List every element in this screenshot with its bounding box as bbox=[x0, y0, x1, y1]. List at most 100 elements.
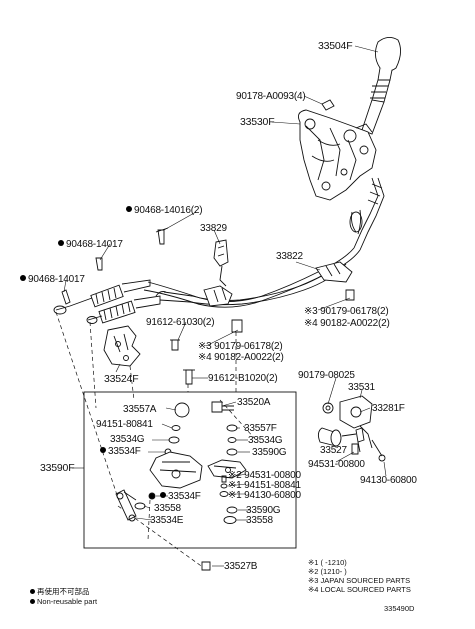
leader-lines bbox=[63, 45, 387, 567]
part-33534G-r bbox=[227, 437, 237, 443]
part-33557A bbox=[174, 402, 190, 418]
shift-lever-assembly bbox=[298, 99, 385, 201]
label-33527: 33527 bbox=[320, 445, 347, 456]
label-33590F: 33590F bbox=[40, 462, 75, 474]
label-text: 90468-14017 bbox=[66, 239, 123, 250]
bracket-33531 bbox=[339, 395, 373, 449]
label-90179-06178-center: ※3 90179-06178(2) bbox=[198, 341, 283, 352]
label-33558-left: 33558 bbox=[154, 503, 181, 514]
bolt-right bbox=[345, 289, 355, 301]
bracket-33829 bbox=[213, 239, 229, 287]
label-90182-A0022-center: ※4 90182-A0022(2) bbox=[198, 352, 284, 363]
part-94151-ast bbox=[220, 483, 228, 489]
label-90468-14017-a: 90468-14017 bbox=[58, 239, 123, 250]
legend-dot bbox=[30, 598, 35, 604]
clip-90468-14017-b bbox=[61, 289, 71, 305]
part-33520A bbox=[211, 401, 234, 413]
label-33530F: 33530F bbox=[240, 116, 275, 128]
legend-dot bbox=[30, 588, 35, 594]
clip-90468-14017-a bbox=[95, 257, 103, 271]
label-33281F: 33281F bbox=[372, 403, 405, 414]
bolt-center bbox=[231, 319, 243, 333]
bushing-33527 bbox=[317, 427, 357, 447]
label-94151-80841: 94151-80841 bbox=[96, 419, 153, 430]
cable-rods bbox=[349, 177, 385, 251]
housing-33590F bbox=[149, 451, 247, 489]
label-94151-80841-ast: ※1 94151-80841 bbox=[228, 480, 301, 491]
label-33590G-b: 33590G bbox=[246, 505, 281, 516]
part-94151-a bbox=[171, 425, 181, 431]
label-91612-B1020: 91612-B1020(2) bbox=[208, 373, 278, 384]
footnote-1: ※1 ( -1210) bbox=[308, 558, 347, 567]
label-33527B: 33527B bbox=[224, 561, 258, 572]
label-90179-06178-right: ※3 90179-06178(2) bbox=[304, 306, 389, 317]
part-33557F bbox=[226, 424, 238, 432]
label-text: 90468-14016(2) bbox=[134, 205, 203, 216]
nonreusable-dot bbox=[160, 492, 166, 499]
label-90178-A0093: 90178-A0093(4) bbox=[236, 91, 306, 102]
label-91612-61030: 91612-61030(2) bbox=[146, 317, 215, 328]
part-94130-ast bbox=[219, 491, 229, 497]
label-33534E: 33534E bbox=[150, 515, 184, 526]
label-90182-A0022-right: ※4 90182-A0022(2) bbox=[304, 318, 390, 329]
label-33504F: 33504F bbox=[318, 40, 353, 52]
footnote-2: ※2 (1210- ) bbox=[308, 567, 347, 576]
label-33557A: 33557A bbox=[123, 404, 157, 415]
clip-90468-14016 bbox=[155, 227, 169, 245]
cable-clamp bbox=[203, 285, 233, 307]
label-33829: 33829 bbox=[200, 223, 227, 234]
label-33534G-left: 33534G bbox=[110, 434, 145, 445]
part-94531-00800 bbox=[351, 443, 359, 455]
label-33520A: 33520A bbox=[237, 397, 271, 408]
label-94130-60800: 94130-60800 bbox=[360, 475, 417, 486]
label-90468-14016: 90468-14016(2) bbox=[126, 205, 203, 216]
label-33534F-bottom: 33534F bbox=[160, 491, 201, 502]
label-33822: 33822 bbox=[276, 251, 303, 262]
label-33531: 33531 bbox=[348, 382, 375, 393]
part-33558-r bbox=[223, 516, 237, 524]
label-33557F: 33557F bbox=[244, 423, 277, 434]
legend-text: Non-reusable part bbox=[37, 597, 98, 606]
footnote-3: ※3 JAPAN SOURCED PARTS bbox=[308, 576, 411, 585]
label-94531-00800: 94531-00800 bbox=[308, 459, 365, 470]
bolt-91612-61030 bbox=[170, 339, 180, 351]
part-33558-l bbox=[134, 502, 146, 510]
label-33534F-top: 33534F bbox=[100, 446, 141, 457]
label-90179-08025: 90179-08025 bbox=[298, 370, 355, 381]
part-94531-ast bbox=[221, 475, 227, 483]
label-33524F: 33524F bbox=[104, 373, 139, 385]
clip-33527B bbox=[201, 561, 211, 571]
cable-end-lower bbox=[86, 291, 167, 324]
nut-90179-08025 bbox=[322, 402, 334, 414]
part-33534F-bot bbox=[148, 492, 156, 500]
link-rod-33534E bbox=[115, 489, 137, 522]
bolt-91612-B1020 bbox=[183, 369, 195, 385]
nonreusable-dot bbox=[100, 447, 106, 454]
legend-nonreusable-jp: 再使用不可部品 bbox=[30, 587, 90, 596]
bolt-90178 bbox=[321, 99, 335, 111]
part-94130-60800 bbox=[371, 439, 386, 462]
label-text: 33534F bbox=[108, 446, 141, 457]
nonreusable-dot bbox=[58, 240, 64, 247]
label-33558-right: 33558 bbox=[246, 515, 273, 526]
label-33590G-a: 33590G bbox=[252, 447, 287, 458]
nonreusable-dot bbox=[126, 206, 132, 213]
part-33534G-l bbox=[168, 436, 180, 444]
label-text: 33534F bbox=[168, 491, 201, 502]
part-33590G-a bbox=[226, 448, 238, 456]
shift-knob bbox=[370, 37, 401, 103]
part-33590G-b bbox=[226, 506, 238, 514]
label-94130-60800-ast: ※1 94130-60800 bbox=[228, 490, 301, 501]
footnote-4: ※4 LOCAL SOURCED PARTS bbox=[308, 585, 411, 594]
label-text: 90468-14017 bbox=[28, 274, 85, 285]
legend-text: 再使用不可部品 bbox=[37, 587, 90, 596]
shift-cables bbox=[143, 247, 361, 308]
label-33534G-right: 33534G bbox=[248, 435, 283, 446]
diagram-id: 335490D bbox=[384, 604, 415, 613]
legend-nonreusable-en: Non-reusable part bbox=[30, 597, 97, 606]
bracket-33524F bbox=[103, 325, 141, 367]
assembly-box-33590F bbox=[83, 391, 297, 549]
part-33281F bbox=[355, 427, 365, 453]
